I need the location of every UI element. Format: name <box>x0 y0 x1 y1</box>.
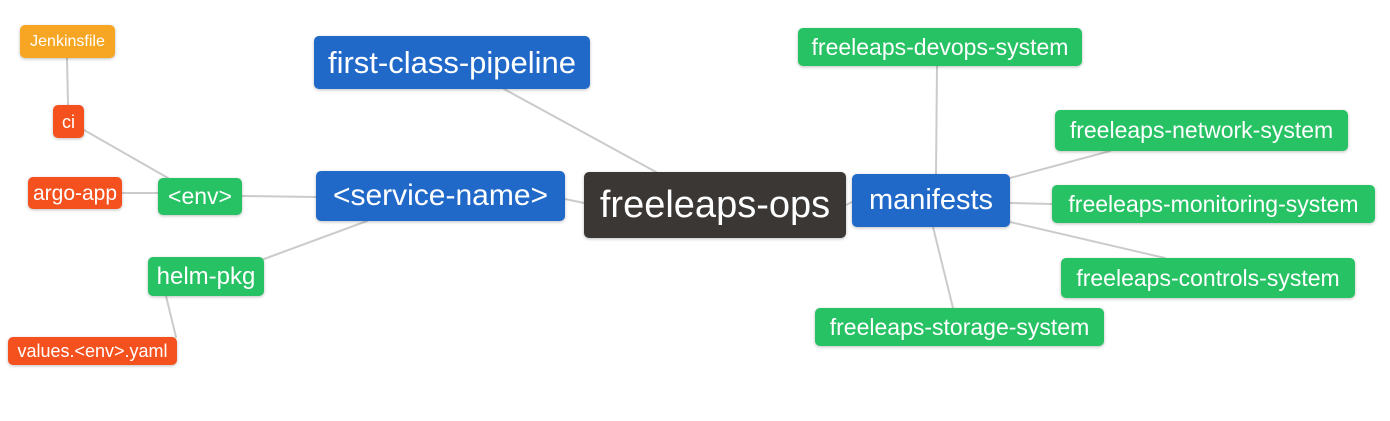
edge-manifests-to-freeleaps-storage-system <box>932 226 954 309</box>
node-freeleaps-network-system[interactable]: freeleaps-network-system <box>1055 110 1348 151</box>
node-jenkinsfile[interactable]: Jenkinsfile <box>20 25 115 58</box>
edge-manifests-to-freeleaps-monitoring-system <box>1009 202 1053 205</box>
edge-values-env-yaml-to-helm-pkg <box>165 295 177 338</box>
node-values-env-yaml[interactable]: values.<env>.yaml <box>8 337 177 365</box>
node-ci[interactable]: ci <box>53 105 84 138</box>
node-freeleaps-devops-system[interactable]: freeleaps-devops-system <box>798 28 1082 66</box>
edge-helm-pkg-to-service-name <box>263 220 368 260</box>
node-freeleaps-monitoring-system[interactable]: freeleaps-monitoring-system <box>1052 185 1375 223</box>
node-freeleaps-ops[interactable]: freeleaps-ops <box>584 172 846 238</box>
edge-manifests-to-freeleaps-devops-system <box>935 65 938 175</box>
edge-ci-to-env <box>83 129 169 179</box>
edge-manifests-to-freeleaps-controls-system <box>1009 221 1166 259</box>
node-first-class-pipeline[interactable]: first-class-pipeline <box>314 36 590 89</box>
node-helm-pkg[interactable]: helm-pkg <box>148 257 264 296</box>
node-freeleaps-controls-system[interactable]: freeleaps-controls-system <box>1061 258 1355 298</box>
edge-env-to-service-name <box>241 195 317 198</box>
node-freeleaps-storage-system[interactable]: freeleaps-storage-system <box>815 308 1104 346</box>
edge-jenkinsfile-to-ci <box>66 57 69 106</box>
node-manifests[interactable]: manifests <box>852 174 1010 227</box>
node-env[interactable]: <env> <box>158 178 242 215</box>
node-service-name[interactable]: <service-name> <box>316 171 565 221</box>
edge-first-class-pipeline-to-freeleaps-ops <box>503 88 657 173</box>
node-argo-app[interactable]: argo-app <box>28 177 122 209</box>
edge-manifests-to-freeleaps-network-system <box>1009 150 1111 179</box>
edge-service-name-to-freeleaps-ops <box>564 198 585 204</box>
